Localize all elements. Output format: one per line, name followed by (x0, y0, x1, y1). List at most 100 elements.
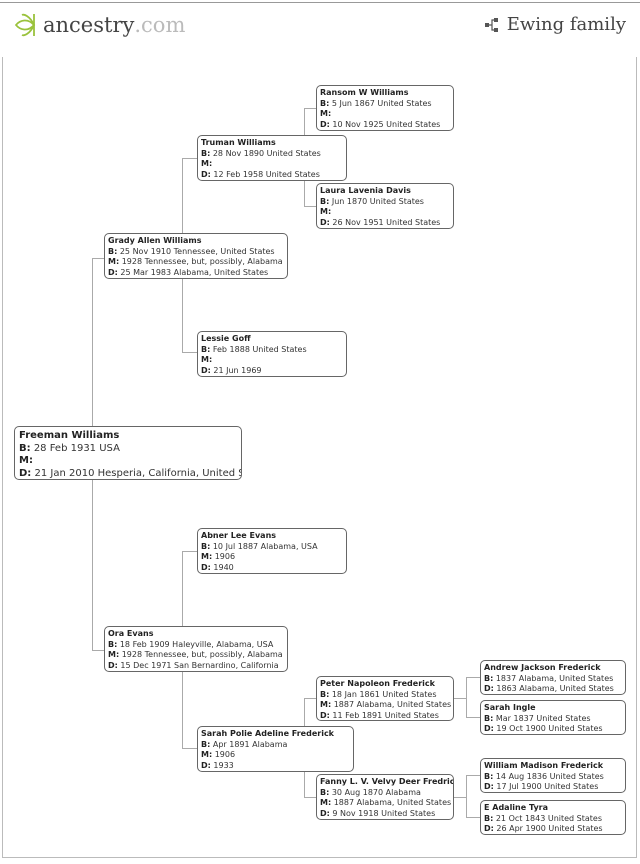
person-event: B: Apr 1891 Alabama (201, 740, 350, 751)
connector-line (466, 677, 480, 678)
person-event: D: 1933 (201, 761, 350, 772)
person-event: D: 1940 (201, 563, 343, 574)
event-label: D: (201, 169, 211, 179)
person-event: B: 14 Aug 1836 United States (484, 772, 622, 783)
person-card-abner[interactable]: Abner Lee Evans B: 10 Jul 1887 Alabama, U… (197, 528, 347, 574)
person-event: M: 1887 Alabama, United States (320, 700, 452, 711)
person-event: B: 21 Oct 1843 United States (484, 814, 622, 825)
event-label: M: (320, 798, 332, 807)
person-name: Grady Allen Williams (108, 236, 202, 245)
event-label: B: (108, 246, 118, 256)
event-label: B: (201, 148, 211, 158)
event-value: 1887 Alabama, United States (333, 700, 452, 709)
connector-line (182, 551, 197, 552)
logo-suffix: .com (134, 13, 186, 37)
event-value: 1928 Tennessee, but, possibly, Alabama (121, 257, 283, 266)
event-value: 28 Nov 1890 United States (212, 148, 321, 158)
person-event: B: 5 Jun 1867 United States (320, 99, 450, 110)
event-label: D: (108, 267, 118, 277)
event-value: 28 Feb 1931 USA (33, 442, 120, 454)
connector-line (92, 650, 104, 651)
person-event: M: 1928 Tennessee, but, possibly, Alabam… (108, 257, 284, 268)
person-event: B: 18 Feb 1909 Haleyville, Alabama, USA (108, 640, 284, 651)
event-value: 10 Jul 1887 Alabama, USA (212, 541, 318, 551)
event-value: 18 Jan 1861 United States (331, 689, 437, 699)
event-value: 10 Nov 1925 United States (332, 119, 441, 129)
event-label: M: (201, 750, 213, 759)
event-label: D: (201, 760, 211, 770)
event-value: 14 Aug 1836 United States (495, 771, 604, 781)
ancestry-logo: ancestry.com (14, 12, 185, 38)
person-event: D: 26 Apr 1900 United States (484, 824, 622, 834)
person-name: Abner Lee Evans (201, 531, 277, 540)
connector-line (182, 158, 197, 159)
event-label: D: (320, 808, 330, 818)
event-value: Apr 1891 Alabama (212, 739, 288, 749)
logo-text: ancestry (43, 13, 135, 37)
event-label: B: (320, 787, 330, 797)
connector-line (466, 775, 467, 818)
person-event: B: 10 Jul 1887 Alabama, USA (201, 542, 343, 553)
person-name: William Madison Frederick (484, 761, 604, 770)
event-label: M: (201, 355, 213, 364)
event-value: 1906 (214, 552, 236, 561)
person-name: E Adaline Tyra (484, 803, 549, 812)
person-event: D: 26 Nov 1951 United States (320, 218, 450, 229)
event-value: 9 Nov 1918 United States (332, 808, 436, 818)
event-label: D: (201, 562, 211, 572)
person-event: D: 25 Mar 1983 Alabama, United States (108, 268, 284, 279)
event-value: 11 Feb 1891 United States (332, 710, 439, 720)
person-event: D: 9 Nov 1918 United States (320, 809, 450, 820)
person-event: M: (320, 109, 450, 120)
event-value: 1887 Alabama, United States (333, 798, 452, 807)
event-value: 1933 (213, 760, 234, 770)
event-label: D: (201, 365, 211, 375)
person-event: D: 21 Jan 2010 Hesperia, California, Uni… (19, 468, 241, 480)
event-label: B: (201, 344, 211, 354)
event-label: D: (108, 660, 118, 670)
person-name: Sarah Ingle (484, 703, 536, 712)
person-event: B: 18 Jan 1861 United States (320, 690, 450, 701)
event-value: 1863 Alabama, United States (496, 684, 614, 693)
tree-title: Ewing family (484, 14, 626, 35)
person-card-william[interactable]: William Madison Frederick B: 14 Aug 1836 … (480, 758, 626, 793)
event-label: B: (320, 689, 330, 699)
person-card-ransom[interactable]: Ransom W Williams B: 5 Jun 1867 United St… (316, 85, 454, 131)
person-event: D: 11 Feb 1891 United States (320, 710, 450, 721)
event-label: D: (484, 724, 494, 733)
person-card-grady[interactable]: Grady Allen Williams B: 25 Nov 1910 Tenne… (104, 233, 288, 279)
scan-edge (0, 2, 640, 3)
person-event: M: (19, 455, 237, 468)
person-name: Laura Lavenia Davis (320, 186, 411, 195)
person-name: Ransom W Williams (320, 88, 409, 97)
person-event: M: (201, 355, 343, 366)
person-name: Freeman Williams (19, 430, 120, 441)
person-event: B: 25 Nov 1910 Tennessee, United States (108, 247, 284, 258)
leaf-icon (14, 13, 36, 37)
person-event: D: 17 Jul 1900 United States (484, 782, 622, 792)
event-label: M: (201, 552, 213, 561)
event-label: D: (320, 217, 330, 227)
person-card-adaline[interactable]: E Adaline Tyra B: 21 Oct 1843 United Stat… (480, 800, 626, 835)
event-label: D: (484, 684, 494, 693)
connector-line (304, 698, 316, 699)
person-event: B: 28 Nov 1890 United States (201, 149, 343, 160)
connector-line (182, 748, 197, 749)
event-label: B: (201, 739, 211, 749)
event-value: 1906 (214, 750, 236, 759)
event-value: 1837 Alabama, United States (495, 673, 614, 683)
event-value: 30 Aug 1870 Alabama (331, 787, 421, 797)
person-name: Peter Napoleon Frederick (320, 679, 435, 688)
person-event: D: 12 Feb 1958 United States (201, 170, 343, 181)
event-value: 21 Oct 1843 United States (495, 813, 603, 823)
